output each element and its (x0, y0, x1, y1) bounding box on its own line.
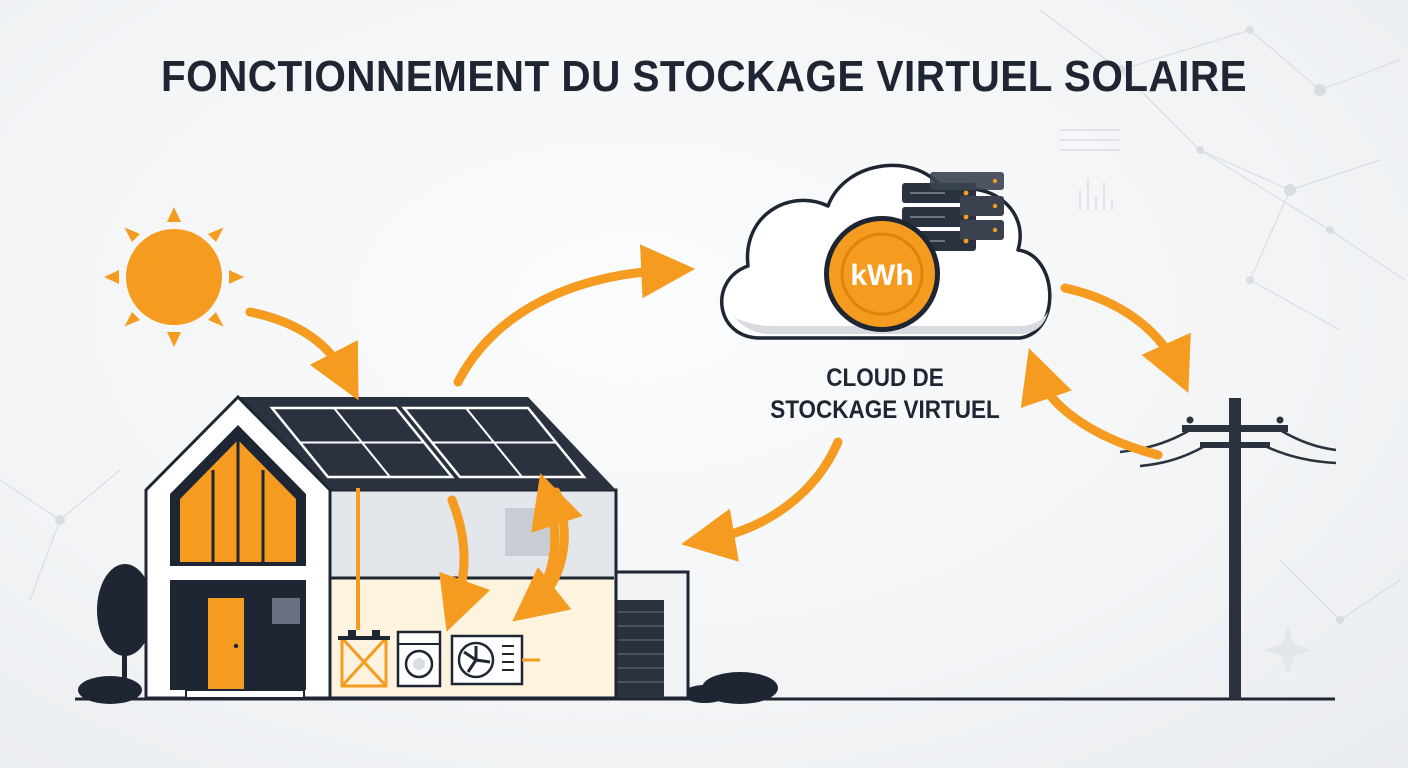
cloud-label: CLOUD DE STOCKAGE VIRTUEL (719, 362, 1052, 426)
tree-icon (78, 564, 778, 704)
arrow-cloud-to-grid (1060, 283, 1191, 393)
solar-panel-icon (269, 406, 587, 479)
arrow-sun-to-panels (245, 307, 359, 401)
kwh-coin-icon: kWh (824, 216, 940, 332)
energy-flow-arrows (245, 244, 1191, 632)
utility-pole-icon (1119, 398, 1337, 699)
arrow-roof-to-appliances (512, 487, 572, 622)
house-icon (144, 394, 690, 700)
network-decoration (0, 9, 1406, 624)
arrow-cloud-to-house (681, 437, 843, 562)
page-title: FONCTIONNEMENT DU STOCKAGE VIRTUEL SOLAI… (160, 52, 1248, 101)
sun-icon (104, 207, 244, 347)
battery-icon (338, 630, 390, 688)
arrow-panels-to-cloud (453, 244, 696, 387)
sparkle-icon (1264, 625, 1312, 675)
heat-pump-icon (450, 634, 540, 686)
cloud-label-line2: STOCKAGE VIRTUEL (770, 396, 1000, 424)
kwh-coin-label: kWh (850, 259, 913, 292)
washing-machine-icon (396, 630, 442, 688)
cloud-label-line1: CLOUD DE (826, 364, 944, 392)
arrow-grid-to-cloud (1020, 348, 1163, 460)
arrow-panels-to-appliances (439, 495, 491, 632)
